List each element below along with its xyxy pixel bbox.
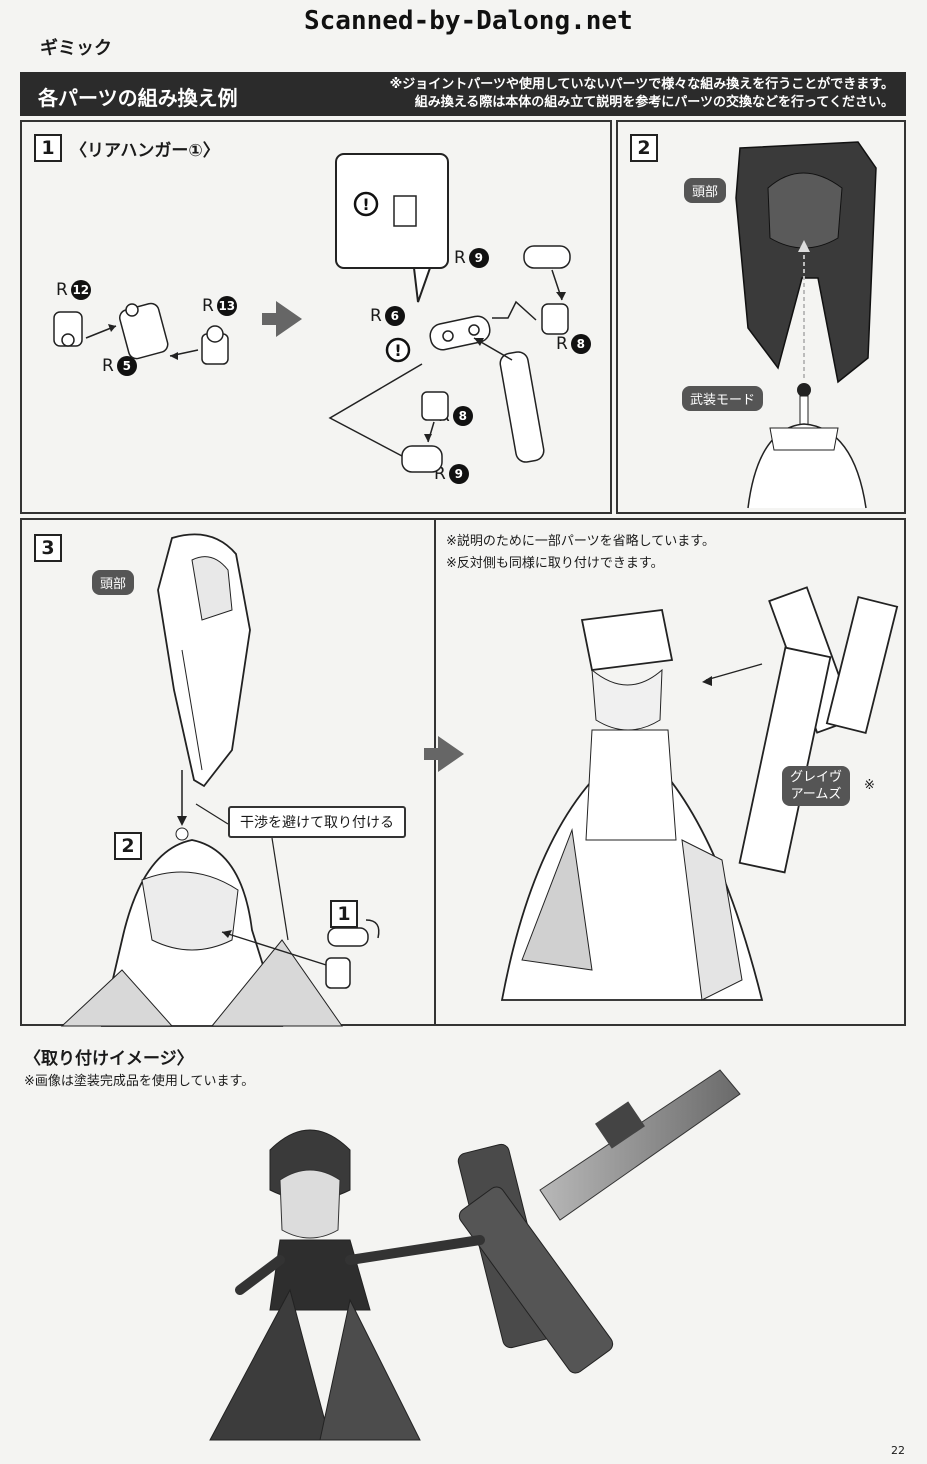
head-armed-mode-illustration	[735, 141, 877, 509]
other-side-note: ※反対側も同様に取り付けできます。	[446, 556, 664, 571]
flow-arrow-right	[276, 301, 302, 337]
painted-figure-photo	[209, 1069, 741, 1441]
ref-step-2-badge: 2	[114, 832, 142, 860]
header-title: 各パーツの組み換え例	[38, 86, 238, 110]
joint-parts-drawing-left	[53, 302, 229, 365]
step2-panel: 2 頭部 武装モード	[616, 120, 906, 514]
part-letter: R	[202, 296, 214, 316]
step2-number: 2	[630, 134, 658, 162]
part-letter: R	[370, 306, 382, 326]
figure-with-weapon-illustration	[500, 586, 899, 1001]
tag-glaive-arms-line-2: アームズ	[790, 787, 842, 802]
part-letter: R	[434, 464, 446, 484]
joint-parts-drawing-right: !	[328, 245, 571, 473]
part-number-badge: 12	[70, 280, 91, 300]
attachment-image-title: 〈取り付けイメージ〉	[24, 1049, 194, 1069]
header-note-line-2: 組み換える際は本体の組み立て説明を参考にパーツの交換などを行ってください。	[414, 95, 894, 110]
attach-guide-line	[175, 770, 189, 841]
ref-step-1-badge: 1	[330, 900, 358, 928]
step3-number: 3	[34, 534, 62, 562]
step3-divider	[434, 520, 436, 1024]
part-number-badge: 6	[384, 306, 405, 326]
scanner-watermark: Scanned-by-Dalong.net	[300, 6, 637, 36]
part-letter: R	[556, 334, 568, 354]
avoid-interference-callout: 干渉を避けて取り付ける	[228, 806, 406, 838]
glaive-arms-asterisk: ※	[864, 778, 875, 793]
step1-title: 〈リアハンガー①〉	[70, 141, 220, 161]
svg-text:!: !	[362, 195, 369, 214]
part-number-badge: 5	[116, 356, 137, 376]
tag-head: 頭部	[684, 178, 727, 203]
part-number-badge: 8	[452, 406, 473, 426]
flow-arrow-stem	[424, 748, 438, 760]
tag-armed-mode: 武装モード	[682, 386, 764, 411]
step1-number: 1	[34, 134, 62, 162]
flow-arrow-stem	[262, 313, 276, 325]
part-number-badge: 8	[570, 334, 591, 354]
figure-body-illustration	[60, 839, 343, 1027]
rear-hanger-part	[325, 919, 380, 989]
callout-leader-lines	[195, 803, 289, 941]
head-piece-illustration	[157, 533, 251, 788]
tag-glaive-arms-line-1: グレイヴ	[790, 770, 843, 785]
part-letter: R	[56, 280, 68, 300]
header-bar: 各パーツの組み換え例 ※ジョイントパーツや使用していないパーツで様々な組み換えを…	[20, 72, 906, 116]
painted-sample-note: ※画像は塗装完成品を使用しています。	[24, 1074, 255, 1089]
caution-callout-box: !	[335, 153, 449, 303]
svg-text:!: !	[394, 341, 401, 360]
flow-arrow-right	[438, 736, 464, 772]
step3-panel: 3 頭部 干渉を避けて取り付ける 2 1 ※説明のために一部パーツを省略していま…	[20, 518, 906, 1027]
header-note: ※ジョイントパーツや使用していないパーツで様々な組み換えを行うことができます。 …	[390, 76, 894, 112]
header-note-line-1: ※ジョイントパーツや使用していないパーツで様々な組み換えを行うことができます。	[389, 77, 894, 92]
part-letter: R	[102, 356, 114, 376]
page-number: 22	[891, 1444, 905, 1457]
part-letter: R	[454, 248, 466, 268]
tag-glaive-arms: グレイヴ アームズ	[782, 766, 851, 806]
omitted-parts-note: ※説明のために一部パーツを省略しています。	[446, 534, 715, 549]
part-number-badge: 13	[216, 296, 237, 316]
part-number-badge: 9	[448, 464, 469, 484]
section-title: ギミック	[40, 38, 112, 59]
tag-head: 頭部	[92, 570, 135, 595]
part-number-badge: 9	[468, 248, 489, 268]
